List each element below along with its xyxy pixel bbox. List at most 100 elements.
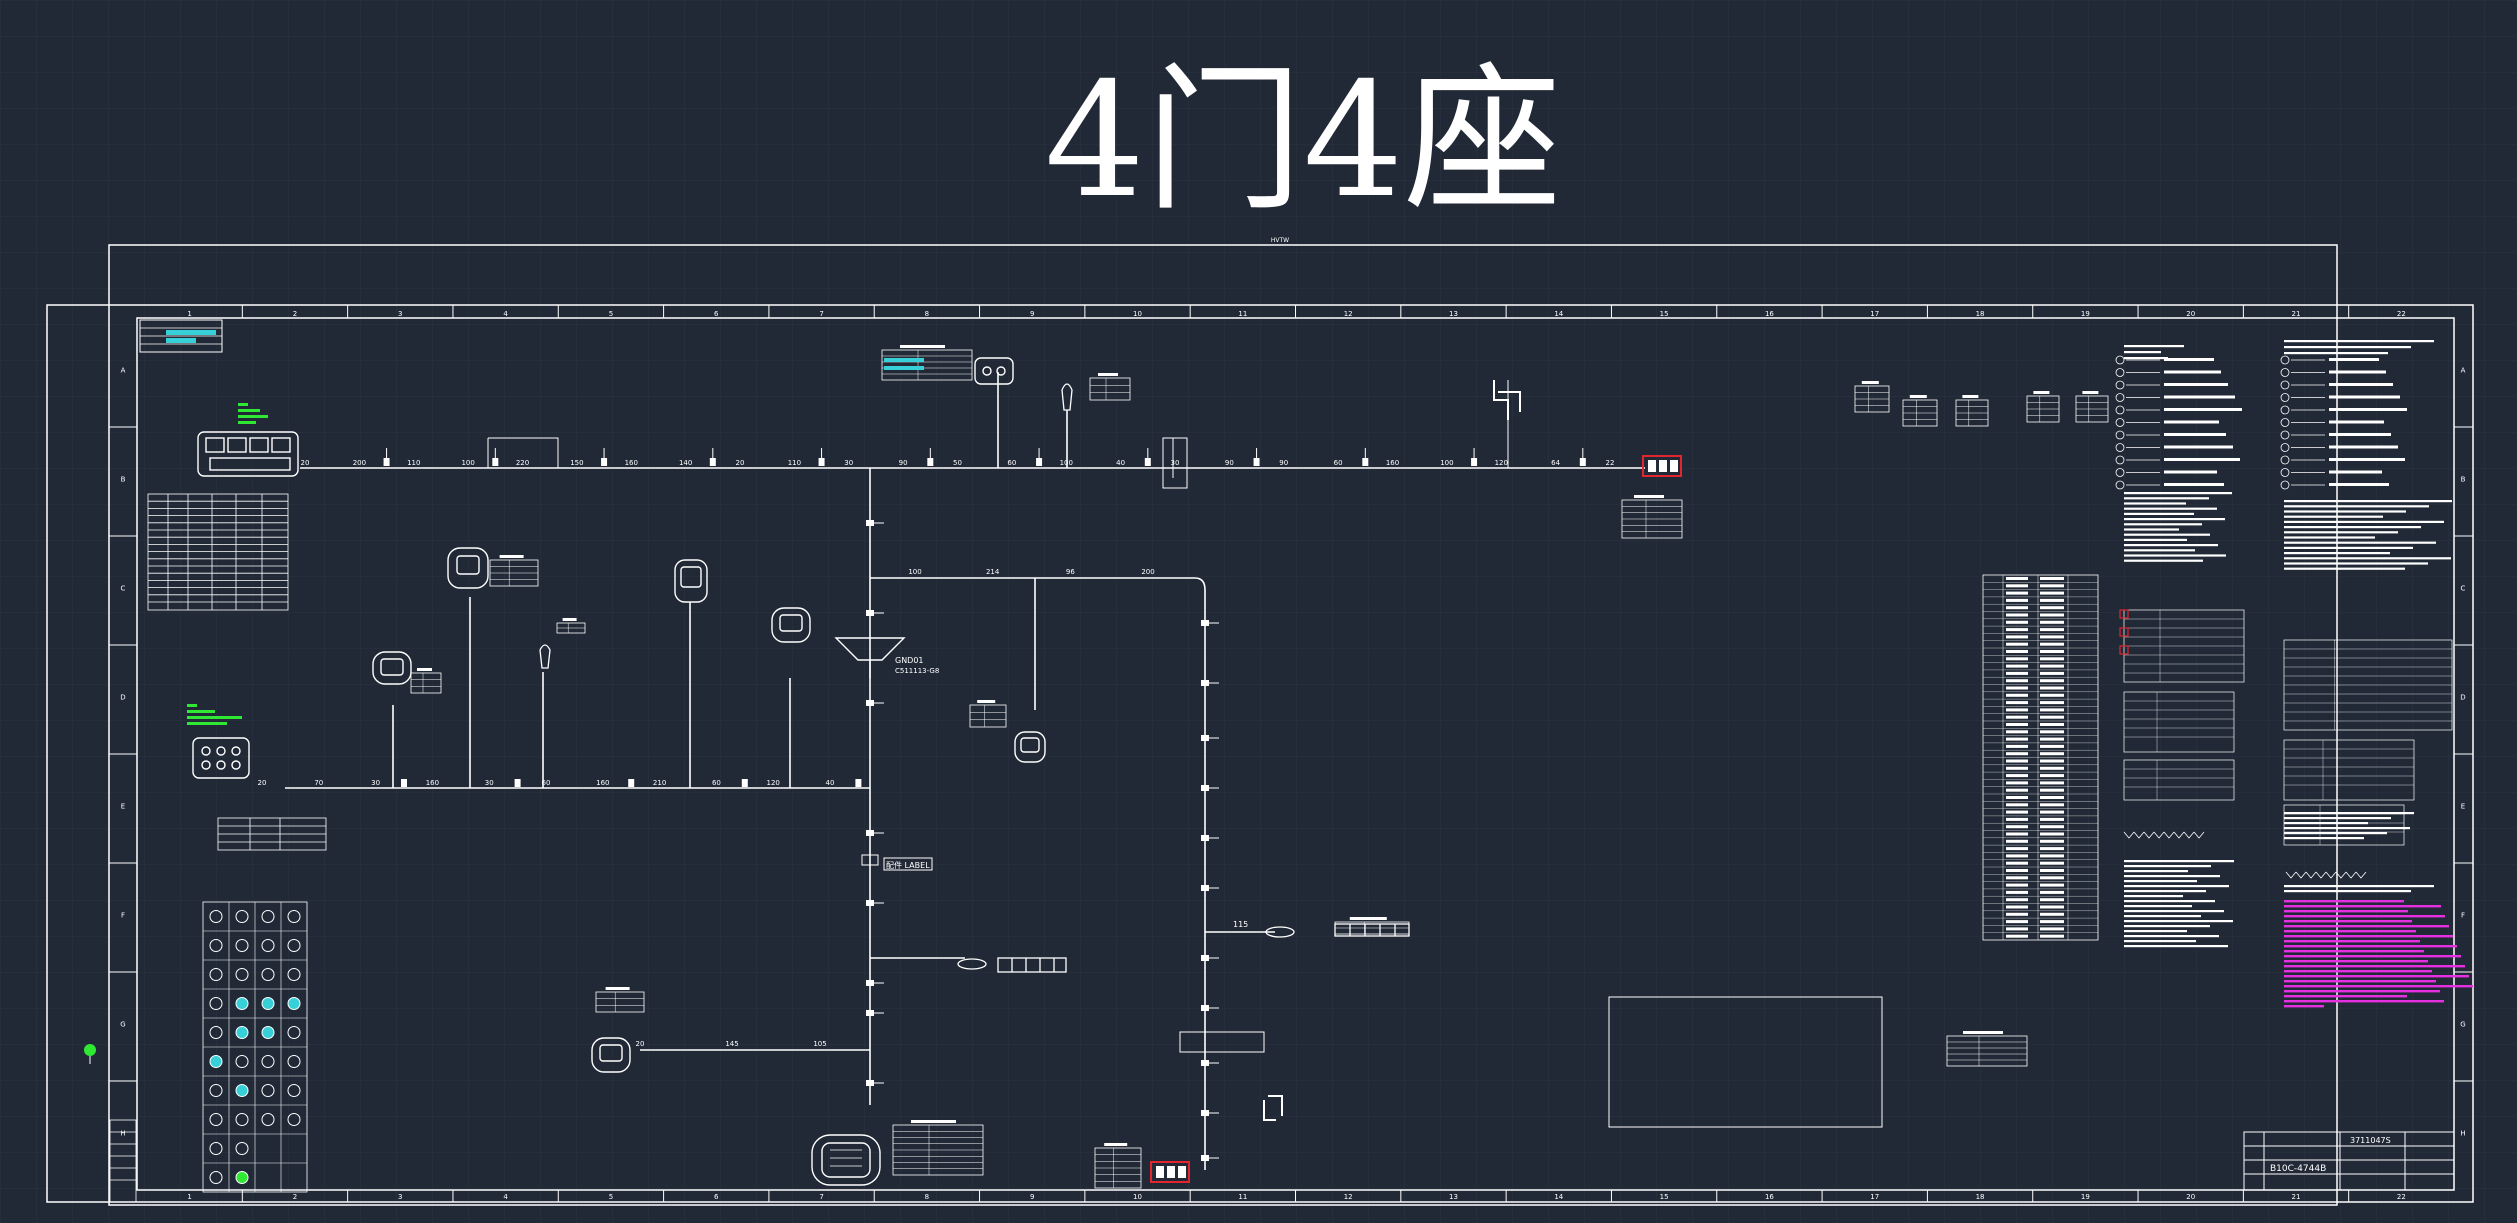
circuit-table-left bbox=[147, 493, 289, 611]
wire-label: 60 bbox=[712, 779, 721, 787]
wire-label: 145 bbox=[725, 1040, 738, 1048]
connector-icon bbox=[209, 910, 223, 923]
green-label-block-mid bbox=[187, 704, 242, 725]
wire-label: 160 bbox=[426, 779, 439, 787]
connector-icon bbox=[235, 1171, 249, 1184]
wire-label: 30 bbox=[485, 779, 494, 787]
col-marker-bottom: 19 bbox=[2081, 1193, 2090, 1201]
ground-sub-label: C511113-G8 bbox=[895, 667, 939, 675]
col-marker-top: 19 bbox=[2081, 310, 2090, 318]
ground-point-icon bbox=[834, 637, 906, 678]
harness-clip bbox=[401, 779, 407, 787]
connector-c2[interactable] bbox=[674, 559, 708, 603]
wire-label: 20 bbox=[301, 459, 310, 467]
frame-column-markers: 1122334455667788991010111112121313141415… bbox=[187, 305, 2406, 1202]
connector-c6[interactable] bbox=[591, 1037, 631, 1073]
col-marker-top: 11 bbox=[1238, 310, 1247, 318]
harness-clip bbox=[866, 520, 874, 526]
title-block bbox=[2243, 1131, 2455, 1191]
connector-red-top-right[interactable] bbox=[1642, 455, 1682, 477]
connector-icon bbox=[287, 1084, 301, 1097]
col-marker-top: 17 bbox=[1870, 310, 1879, 318]
connector-c1[interactable] bbox=[447, 547, 489, 589]
harness-clip bbox=[855, 779, 862, 787]
harness-clip bbox=[1201, 885, 1209, 891]
lamp-icon bbox=[539, 383, 1073, 669]
connector-960[interactable] bbox=[957, 957, 1067, 973]
harness-clip bbox=[1253, 458, 1260, 466]
harness-clip bbox=[1471, 458, 1478, 466]
wire-label: 22 bbox=[1606, 459, 1615, 467]
connector-icon bbox=[287, 1113, 301, 1126]
wire-label: 220 bbox=[516, 459, 529, 467]
row-marker-right: D bbox=[2460, 694, 2465, 702]
connector-red-bottom[interactable] bbox=[1150, 1161, 1190, 1183]
col-marker-top: 1 bbox=[187, 310, 191, 318]
wire-label: 30 bbox=[844, 459, 853, 467]
harness-clip bbox=[866, 830, 874, 836]
col-marker-top: 5 bbox=[609, 310, 613, 318]
wire-label: 90 bbox=[1279, 459, 1288, 467]
connector-icon bbox=[209, 1142, 223, 1155]
harness-clip bbox=[1201, 1155, 1209, 1161]
wire-label: 96 bbox=[1066, 568, 1075, 576]
harness-clip bbox=[383, 458, 390, 466]
connector-icon bbox=[209, 968, 223, 981]
row-marker-left: C bbox=[121, 585, 126, 593]
notes-text-blocks bbox=[2124, 340, 2452, 948]
connector-c5[interactable] bbox=[1014, 731, 1046, 763]
col-marker-bottom: 4 bbox=[503, 1193, 508, 1201]
connector-icon bbox=[287, 910, 301, 923]
circuit-table-lower-left bbox=[217, 817, 327, 851]
connector-icon bbox=[261, 910, 275, 923]
connector-icon bbox=[209, 997, 223, 1010]
connector-icon bbox=[235, 910, 249, 923]
harness-clip bbox=[1144, 458, 1151, 466]
col-marker-bottom: 15 bbox=[1660, 1193, 1669, 1201]
col-marker-top: 7 bbox=[819, 310, 823, 318]
connector-icon bbox=[261, 1084, 275, 1097]
harness-clip bbox=[741, 779, 748, 787]
connector-left-mid[interactable] bbox=[192, 737, 250, 779]
col-marker-bottom: 11 bbox=[1238, 1193, 1247, 1201]
col-marker-bottom: 2 bbox=[293, 1193, 297, 1201]
connector-main-left[interactable] bbox=[197, 431, 299, 477]
connector-c3[interactable] bbox=[771, 607, 811, 643]
connector-icon bbox=[235, 939, 249, 952]
branch-wire-label: 115 bbox=[1233, 920, 1248, 929]
connector-icon bbox=[209, 1113, 223, 1126]
connector-icon bbox=[235, 1084, 249, 1097]
bom-tables bbox=[1982, 355, 2453, 941]
green-marker-icon bbox=[84, 1044, 96, 1064]
harness-clip bbox=[709, 458, 716, 466]
col-marker-top: 2 bbox=[293, 310, 297, 318]
connector-icon bbox=[209, 1055, 223, 1068]
harness-clip bbox=[628, 779, 635, 787]
wire-label: 100 bbox=[1060, 459, 1073, 467]
connector-top-mid[interactable] bbox=[974, 357, 1014, 385]
harness-clip bbox=[1201, 785, 1209, 791]
wire-label: 100 bbox=[461, 459, 474, 467]
row-marker-left: G bbox=[120, 1021, 125, 1029]
harness-clip bbox=[1362, 458, 1369, 466]
connector-icon bbox=[235, 1142, 249, 1155]
wire-label: 110 bbox=[407, 459, 420, 467]
row-marker-right: C bbox=[2461, 585, 2466, 593]
magenta-notes bbox=[2284, 900, 2473, 1008]
harness-clip bbox=[1201, 1110, 1209, 1116]
col-marker-bottom: 10 bbox=[1133, 1193, 1142, 1201]
col-marker-top: 22 bbox=[2397, 310, 2406, 318]
col-marker-top: 16 bbox=[1765, 310, 1774, 318]
connector-c4[interactable] bbox=[372, 651, 412, 685]
connector-c7-round[interactable] bbox=[811, 1134, 881, 1186]
wire-label: 160 bbox=[596, 779, 609, 787]
wire-label: 64 bbox=[1551, 459, 1560, 467]
col-marker-bottom: 13 bbox=[1449, 1193, 1458, 1201]
connector-icon bbox=[235, 1055, 249, 1068]
col-marker-top: 13 bbox=[1449, 310, 1458, 318]
wire-label: 70 bbox=[314, 779, 323, 787]
wire-label: 100 bbox=[908, 568, 921, 576]
